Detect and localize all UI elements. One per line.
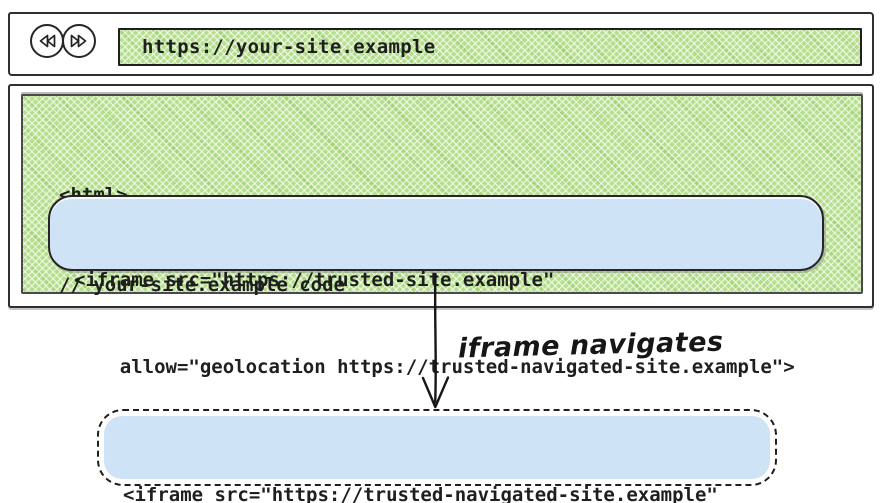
forward-button[interactable]: [62, 24, 96, 58]
iframe-code-box: <iframe src="https://trusted-site.exampl…: [48, 195, 824, 378]
navigation-arrow: [421, 272, 450, 409]
navigated-iframe-code: <iframe src="https://trusted-navigated-s…: [123, 425, 718, 503]
code-line: <iframe src="https://trusted-site.exampl…: [74, 269, 555, 291]
url-text: https://your-site.example: [142, 36, 436, 58]
code-line: // your-site.example code: [59, 274, 345, 296]
browser-toolbar: https://your-site.example: [8, 12, 874, 76]
browser-window: <html> // your-site.example code <iframe…: [8, 84, 874, 378]
url-bar[interactable]: https://your-site.example: [118, 28, 862, 66]
nav-buttons: [30, 24, 96, 58]
page-content: <html> // your-site.example code <iframe…: [21, 94, 863, 378]
navigated-iframe-box: <iframe src="https://trusted-navigated-s…: [97, 409, 777, 503]
back-button[interactable]: [30, 24, 64, 58]
skip-back-icon: [39, 34, 56, 48]
iframe-code: <iframe src="https://trusted-site.exampl…: [74, 208, 795, 440]
skip-forward-icon: [70, 34, 87, 48]
navigated-iframe-fill: [104, 416, 770, 479]
code-line: <iframe src="https://trusted-navigated-s…: [123, 484, 718, 503]
code-line: allow="geolocation https://trusted-navig…: [74, 356, 795, 378]
